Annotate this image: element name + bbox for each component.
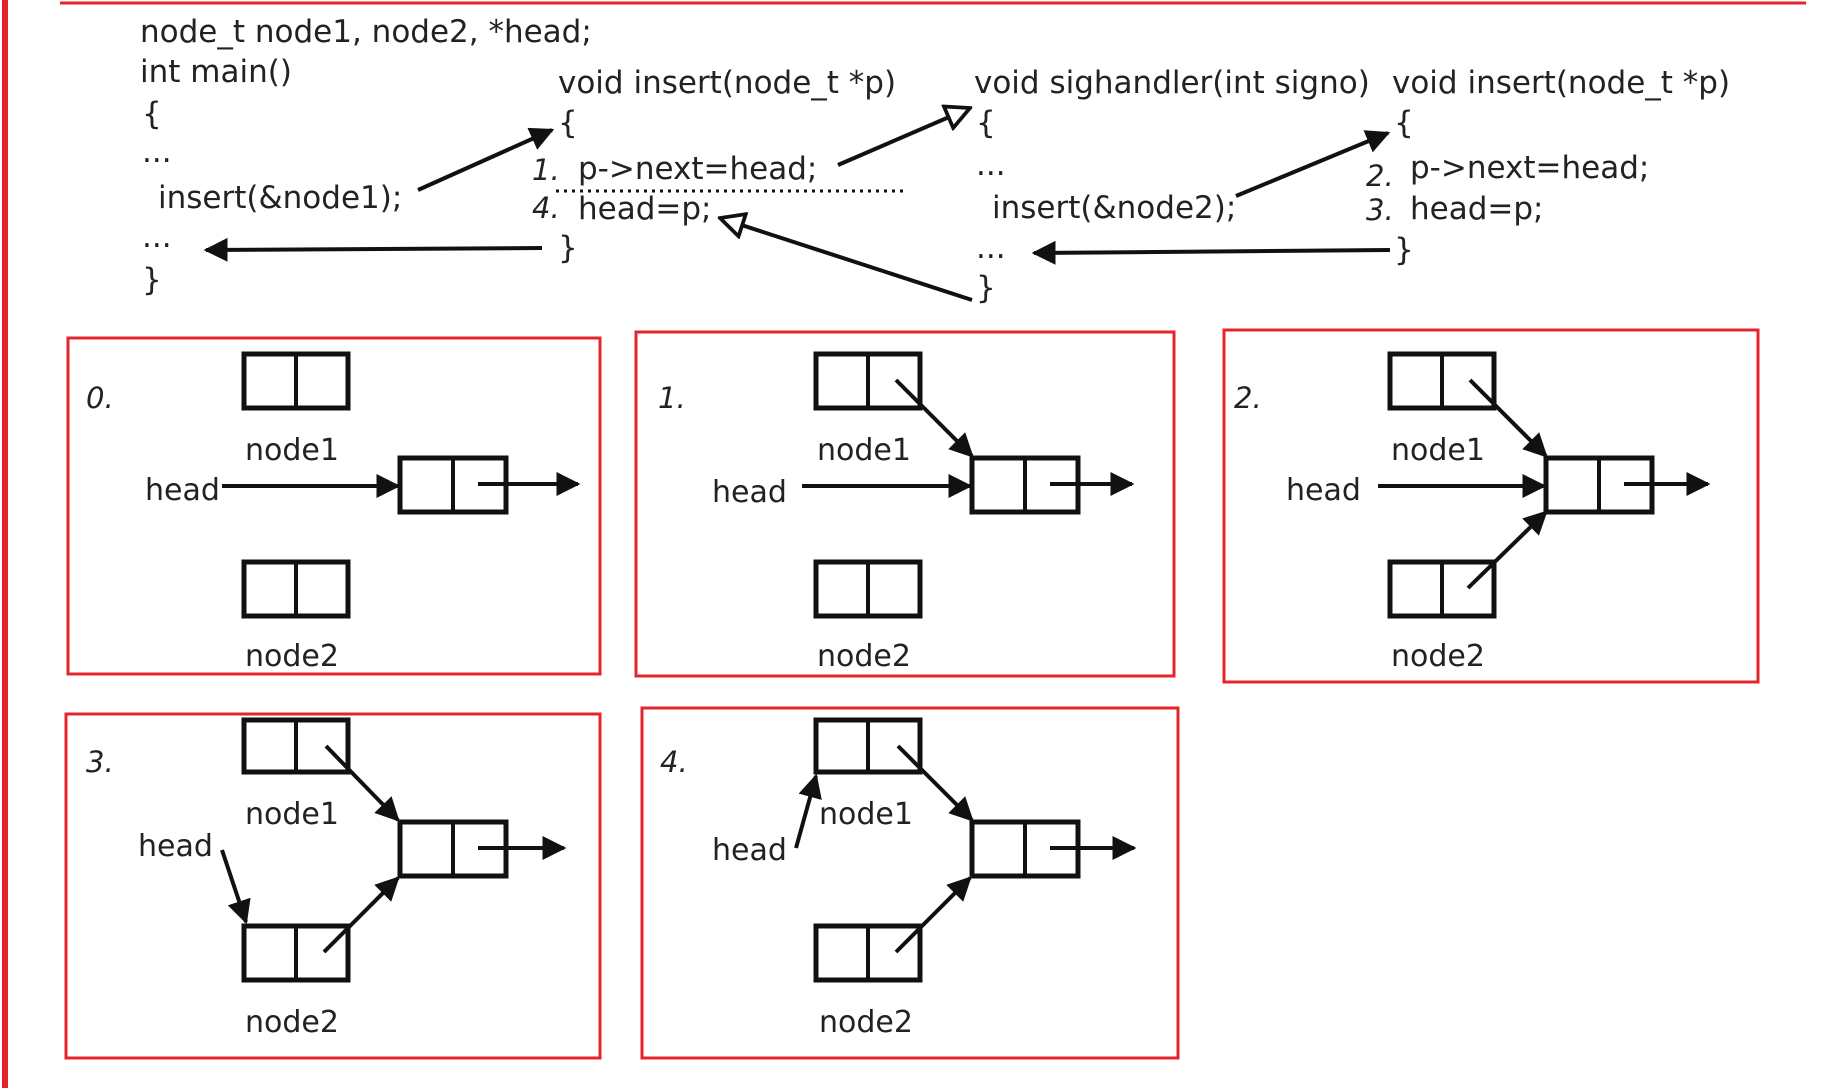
panel-2-node1-label: node1 (1391, 433, 1485, 468)
sighandler-open-brace: { (976, 105, 996, 141)
panel-1-node2-box (813, 559, 923, 619)
call-arrow-handler-to-insert (1235, 130, 1391, 198)
panel-4-head-pointer (794, 773, 822, 849)
insert-first-signature: void insert(node_t *p) (558, 65, 896, 101)
return-arrow-handler-to-insert (720, 218, 973, 302)
panel-4-node1-box (813, 717, 923, 775)
panel-3-node2-box (241, 923, 351, 983)
panel-2-node2-box (1387, 559, 1497, 619)
panel-2-node1-next-pointer (1468, 378, 1548, 458)
main-open-brace: { (142, 96, 162, 132)
panel-3-node2-next-pointer (322, 876, 400, 954)
panel-2-frame (1222, 328, 1760, 684)
panel-3-node2-label: node2 (245, 1005, 339, 1040)
panel-0-step-number: 0. (86, 381, 114, 415)
panel-step-2: 2. node1 head node2 (1222, 328, 1760, 684)
panel-1-frame (634, 330, 1176, 678)
insert-second-step-3: 3. (1366, 193, 1394, 227)
panel-2-node2-next-pointer (1466, 510, 1548, 590)
panel-3-frame (64, 712, 602, 1060)
panel-4-frame (640, 706, 1180, 1060)
insert-second-step-2: 2. (1366, 159, 1394, 193)
panel-4-step-number: 4. (660, 745, 688, 779)
panel-1-head-label: head (712, 475, 787, 510)
sighandler-insert-call: insert(&node2); (992, 190, 1236, 226)
panel-step-4: 4. node1 head node2 (640, 706, 1180, 1060)
panel-0-frame (66, 336, 602, 676)
panel-0-node1-box (241, 351, 351, 411)
insert-first-line-1: p->next=head; (578, 151, 817, 187)
insert-second-signature: void insert(node_t *p) (1392, 65, 1730, 101)
panel-1-node1-box (813, 351, 923, 411)
panel-1-node2-label: node2 (817, 639, 911, 674)
insert-second-close-brace: } (1394, 232, 1414, 268)
signal-arrow-to-handler (837, 108, 970, 167)
panel-3-node1-box (241, 717, 351, 775)
insert-second-line-2: head=p; (1410, 191, 1544, 227)
insert-first-block: void insert(node_t *p) { 1. p->next=head… (532, 65, 896, 266)
panel-0-node2-label: node2 (245, 639, 339, 674)
sighandler-close-brace: } (976, 270, 996, 306)
insert-first-step-1: 1. (532, 153, 560, 187)
panel-3-head-pointer (220, 849, 251, 925)
insert-second-open-brace: { (1394, 105, 1414, 141)
sighandler-ellipsis-1: ... (976, 147, 1006, 183)
panel-step-3: 3. node1 head node2 (64, 712, 602, 1060)
return-arrow-insert-to-handler (1031, 240, 1391, 265)
panel-4-head-label: head (712, 833, 787, 868)
panel-2-node1-box (1387, 351, 1497, 411)
insert-second-line-1: p->next=head; (1410, 150, 1649, 186)
panel-2-list-node-box (1543, 455, 1655, 515)
sighandler-signature: void sighandler(int signo) (974, 65, 1370, 101)
panel-3-node1-label: node1 (245, 797, 339, 832)
panel-4-node1-label: node1 (819, 797, 913, 832)
panel-3-node1-next-pointer (324, 744, 400, 822)
panel-3-step-number: 3. (86, 745, 114, 779)
main-close-brace: } (142, 262, 162, 298)
panel-2-node2-label: node2 (1391, 639, 1485, 674)
panel-3-head-label: head (138, 829, 213, 864)
main-signature: int main() (140, 54, 292, 90)
control-flow-arrows (203, 108, 1391, 302)
panel-4-node1-next-pointer (896, 744, 974, 822)
main-code-block: node_t node1, node2, *head; int main() {… (140, 14, 592, 298)
panel-4-node2-label: node2 (819, 1005, 913, 1040)
main-insert-call: insert(&node1); (158, 180, 402, 216)
panel-1-node1-next-pointer (894, 378, 974, 458)
panel-4-node2-next-pointer (894, 876, 972, 954)
insert-first-open-brace: { (558, 105, 578, 141)
panel-0-node2-box (241, 559, 351, 619)
main-ellipsis-1: ... (142, 134, 172, 170)
insert-first-close-brace: } (558, 230, 578, 266)
panel-1-node1-label: node1 (817, 433, 911, 468)
panel-1-step-number: 1. (658, 381, 686, 415)
sighandler-ellipsis-2: ... (976, 230, 1006, 266)
return-arrow-insert-to-main (203, 237, 543, 262)
sighandler-block: void sighandler(int signo) { ... insert(… (974, 65, 1370, 306)
panel-4-node2-box (813, 923, 923, 983)
panel-step-1: 1. node1 head node2 (634, 330, 1176, 678)
main-decl: node_t node1, node2, *head; (140, 14, 592, 50)
insert-second-block: void insert(node_t *p) { 2. p->next=head… (1366, 65, 1730, 268)
panel-0-head-label: head (145, 473, 220, 508)
call-arrow-main-to-insert (417, 127, 555, 192)
panel-0-node1-label: node1 (245, 433, 339, 468)
main-ellipsis-2: ... (142, 219, 172, 255)
panel-step-0: 0. node1 head node2 (66, 336, 602, 676)
insert-first-line-2: head=p; (578, 191, 712, 227)
panel-2-head-label: head (1286, 473, 1361, 508)
insert-first-step-4: 4. (532, 191, 560, 225)
panel-2-step-number: 2. (1234, 381, 1262, 415)
